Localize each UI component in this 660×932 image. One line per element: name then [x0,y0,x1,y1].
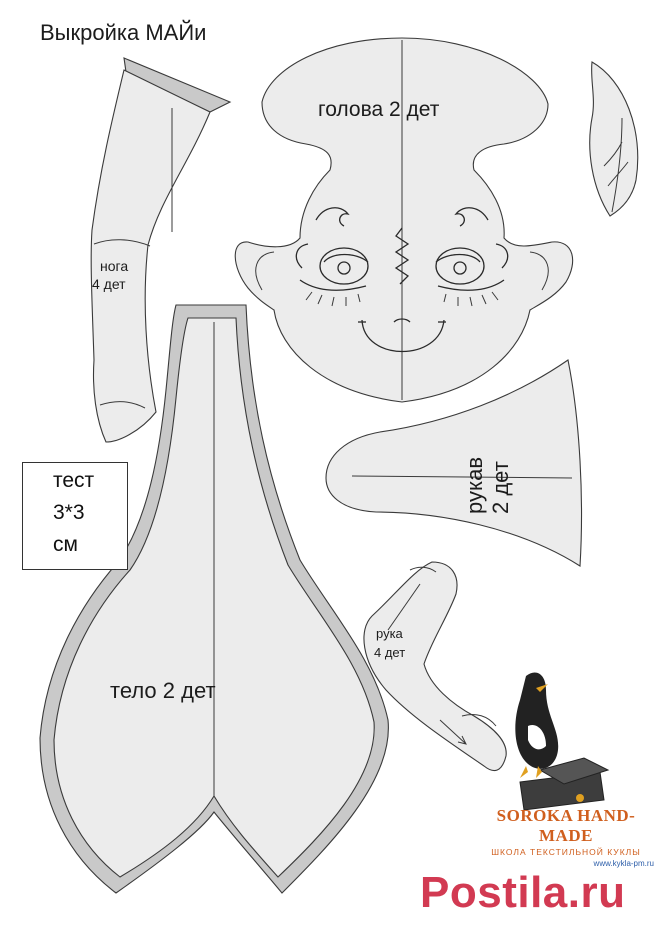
arm-cut-line [409,566,437,573]
leaf-piece [589,61,639,217]
magpie-body [515,672,559,769]
head-label: голова 2 дет [318,98,440,121]
head-outline [234,37,574,403]
cap-tassel [576,794,584,802]
arm-label-name: рука [376,626,403,641]
eye-right [435,243,509,307]
arm-arrow [439,719,467,745]
eye-left [295,243,369,307]
leaf-vein [603,117,629,213]
brow-left [315,207,350,227]
brand-url[interactable]: www.kykla-pm.ru [593,859,654,868]
arm-thumb-line [461,713,497,727]
ear-left [255,251,275,291]
leaf-outline [589,61,639,217]
leg-toe-line [99,401,146,409]
magpie-beak [536,684,548,692]
sleeve-grain-line [351,475,573,479]
leg-cut-line [93,239,151,247]
brand-block: SOROKA HAND-MADE ШКОЛА ТЕКСТИЛЬНОЙ КУКЛЫ… [478,806,654,868]
magpie-belly [528,724,546,750]
mouth [361,319,445,352]
watermark: Postila.ru [420,868,626,917]
body-piece [39,304,389,894]
sleeve-label-name: рукав [462,456,487,514]
magpie-logo [515,672,610,811]
arm-label-count: 4 дет [374,645,406,660]
arm-piece [363,561,507,772]
test-square: тест 3*3 см [22,462,128,570]
leg-label-count: 4 дет [92,276,126,292]
body-label: тело 2 дет [110,678,216,703]
brand-name: SOROKA HAND-MADE [496,806,636,845]
test-square-word: тест [53,469,95,492]
graduation-cap [538,757,610,785]
ear-right [529,251,549,291]
leg-label-name: нога [100,258,129,274]
test-square-size: 3*3 [53,501,85,524]
page-title: Выкройка МАЙи [40,20,207,45]
test-square-unit: см [53,533,78,556]
leg-piece [90,57,232,443]
brand-subtitle: ШКОЛА ТЕКСТИЛЬНОЙ КУКЛЫ [491,847,641,857]
sleeve-outline [325,359,583,567]
sleeve-piece [325,359,583,567]
leg-outline [90,69,211,443]
sleeve-label-count: 2 дет [488,461,513,514]
brow-right [454,207,489,227]
magpie-feet [520,766,542,778]
arm-grain-line [387,583,421,631]
nose-dart [394,227,410,285]
head-piece [234,37,574,403]
nose [393,318,411,323]
